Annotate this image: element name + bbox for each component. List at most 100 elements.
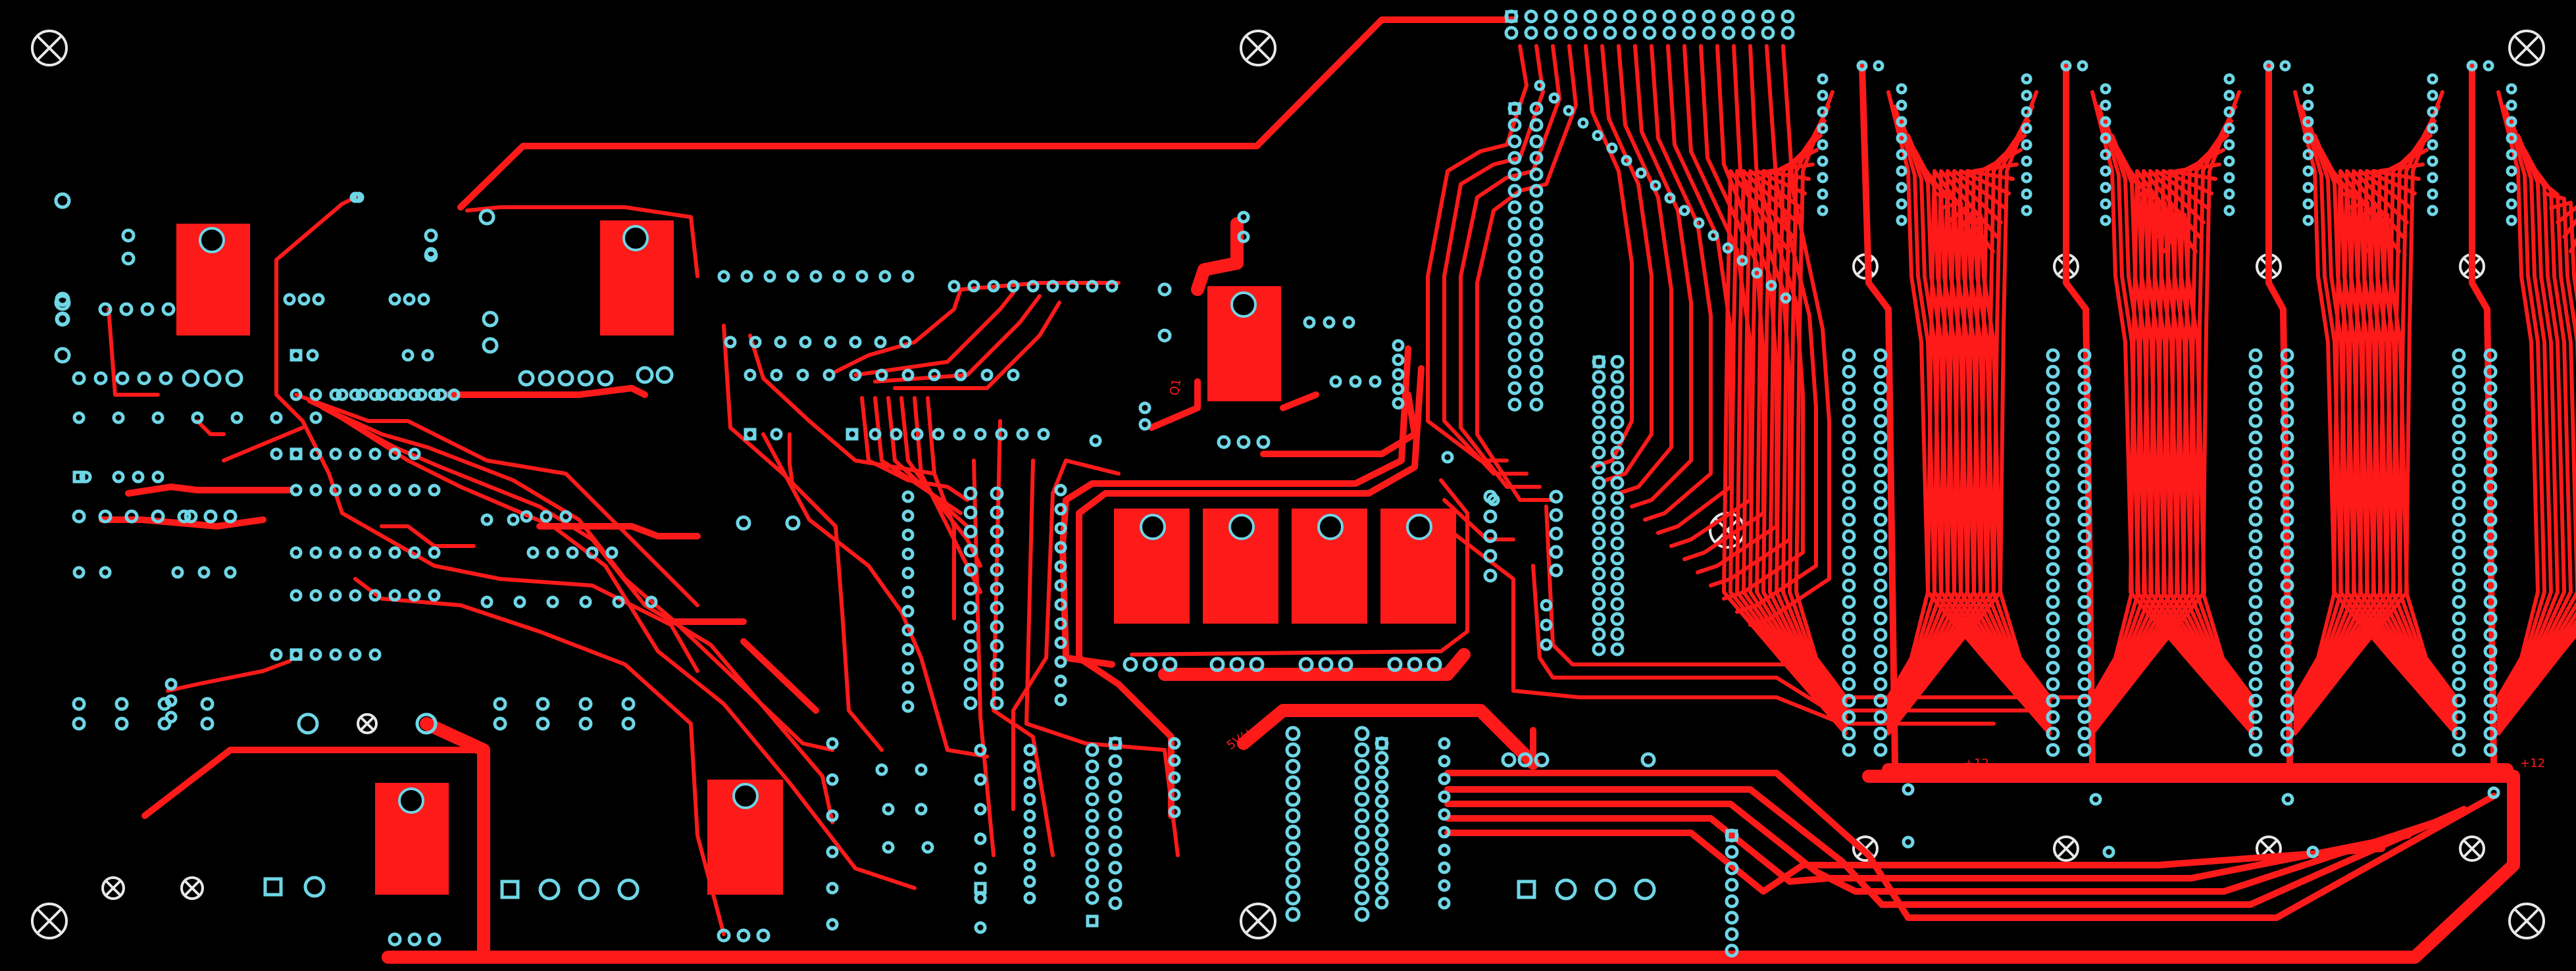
pad [447, 388, 461, 401]
pad [482, 337, 499, 354]
pad [1507, 397, 1522, 412]
trace [1952, 169, 2052, 722]
pad [963, 543, 978, 558]
pad [1873, 677, 1888, 691]
pad [2306, 845, 2319, 859]
trace [2194, 105, 2254, 703]
pad [1285, 775, 1301, 791]
pad [184, 509, 198, 524]
pad [493, 716, 507, 731]
pad [1023, 776, 1036, 789]
square-pad [263, 877, 283, 897]
pad [1256, 435, 1271, 449]
pad [2280, 562, 2294, 576]
pad [1375, 852, 1389, 866]
pad [901, 643, 915, 656]
pad [1896, 214, 1907, 226]
trace [2496, 201, 2576, 726]
pad [1285, 726, 1301, 741]
pad [1354, 791, 1370, 807]
pad [2483, 693, 2498, 708]
pad [1563, 9, 1578, 24]
pad [1354, 808, 1370, 824]
pad [901, 368, 915, 382]
pad [2506, 132, 2517, 144]
pad [1592, 506, 1606, 520]
pad [1761, 9, 1775, 24]
pad [2280, 480, 2294, 494]
pad [2248, 660, 2263, 675]
pad [1873, 60, 1884, 72]
pad [882, 803, 895, 816]
mounting-hole-icon [31, 903, 68, 939]
pad [1842, 529, 1856, 543]
pad [1842, 677, 1856, 691]
trace [1959, 169, 2052, 719]
pad [427, 932, 442, 947]
pad [2483, 710, 2498, 724]
pad [1817, 106, 1829, 118]
pad [2046, 397, 2060, 412]
pad [901, 700, 915, 713]
pad [1896, 116, 1907, 128]
trace [1992, 105, 2052, 703]
pad [1610, 642, 1625, 657]
pad [1621, 155, 1632, 166]
pad [2280, 660, 2294, 675]
pad [2280, 628, 2294, 642]
pad [119, 302, 134, 316]
pad [1507, 134, 1522, 149]
pad [1338, 657, 1353, 672]
pad [2427, 106, 2438, 118]
trace [2371, 162, 2458, 716]
pad [1540, 638, 1553, 651]
pad [1441, 451, 1454, 464]
pad [2483, 447, 2498, 461]
pad [1529, 381, 1544, 395]
pad [2483, 562, 2498, 576]
pad [2483, 644, 2498, 659]
pad [1842, 364, 1856, 379]
pad [882, 841, 895, 854]
pad [349, 648, 362, 661]
pad [2248, 364, 2263, 379]
pad [2452, 397, 2466, 412]
pad [428, 484, 441, 497]
pad [1529, 200, 1544, 214]
pad [1354, 824, 1370, 840]
pad [1856, 60, 1868, 72]
pad [1507, 364, 1522, 379]
pad [901, 528, 915, 541]
pad [1780, 9, 1795, 24]
pad [1873, 660, 1888, 675]
pad [2452, 611, 2466, 626]
trace [1886, 134, 1950, 709]
pad [112, 411, 125, 424]
pad [55, 311, 70, 327]
pad [1023, 760, 1036, 773]
pad [434, 388, 447, 401]
pad [1108, 754, 1123, 768]
pad [388, 293, 401, 306]
pad [349, 388, 362, 401]
pad [388, 546, 401, 559]
pad [270, 648, 283, 661]
trace [2496, 217, 2576, 732]
pad [1529, 315, 1544, 330]
pad [2483, 545, 2498, 560]
pad [717, 928, 731, 943]
pad [2021, 205, 2033, 216]
pad [1592, 476, 1606, 490]
pad [2483, 726, 2498, 741]
pad [1610, 536, 1625, 551]
pad [1842, 512, 1856, 527]
pad [990, 658, 1004, 672]
pad [1438, 772, 1451, 785]
pad [1023, 859, 1036, 872]
pad [329, 388, 342, 401]
pad [1349, 375, 1362, 388]
pad [54, 347, 71, 364]
pad [1438, 755, 1451, 768]
pad [2100, 116, 2111, 128]
pad [191, 411, 204, 424]
